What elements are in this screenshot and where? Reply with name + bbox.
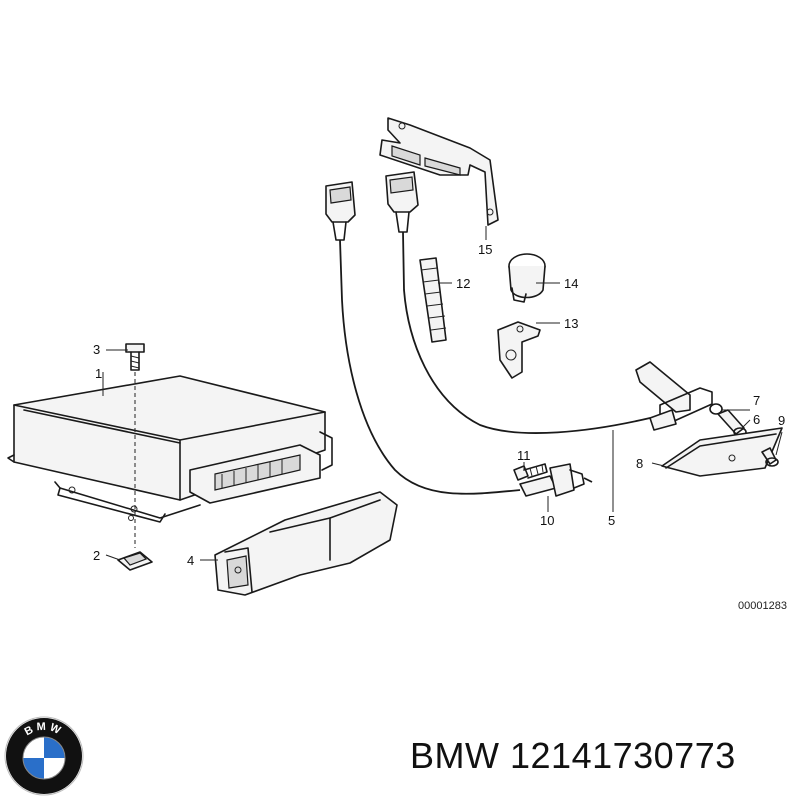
callout-12: 12: [456, 276, 470, 291]
callout-11: 11: [517, 448, 531, 463]
callout-13: 13: [564, 316, 578, 331]
bolt-11: [513, 463, 548, 481]
mounting-plate-8: [661, 427, 783, 477]
bolt-9: [761, 447, 779, 467]
part-number: 12141730773: [510, 735, 736, 776]
callout-14: 14: [564, 276, 578, 291]
part-caption: BMW 12141730773: [410, 735, 736, 777]
sensor-cable-left: [325, 181, 521, 495]
drawing-reference-code: 00001283: [738, 600, 787, 612]
bolt-6: [717, 409, 747, 437]
callout-3: 3: [93, 342, 100, 357]
sensor-cable-5: [385, 171, 651, 434]
bracket-13: [497, 321, 541, 379]
callout-4: 4: [187, 553, 194, 568]
plug-cover-4: [214, 491, 398, 596]
callout-2: 2: [93, 548, 100, 563]
nut-clip-2: [117, 551, 153, 571]
clamp-14: [508, 253, 546, 303]
sleeve-12: [419, 257, 447, 343]
callout-1: 1: [95, 366, 102, 381]
washer-7: [709, 403, 723, 415]
callout-10: 10: [540, 513, 554, 528]
bmw-logo-icon: BMW: [4, 716, 84, 796]
callout-15: 15: [478, 242, 492, 257]
callout-8: 8: [636, 456, 643, 471]
callout-9: 9: [778, 413, 785, 428]
brand-label: BMW: [410, 735, 500, 776]
callout-6: 6: [753, 412, 760, 427]
screw-3: [125, 343, 145, 371]
callout-7: 7: [753, 393, 760, 408]
leader-lines: [102, 226, 783, 561]
bracket-15: [379, 117, 499, 226]
crank-sensor-5: [635, 361, 713, 431]
callout-5: 5: [608, 513, 615, 528]
svg-text:BMW: BMW: [23, 721, 66, 739]
sensor-10: [519, 463, 593, 497]
control-unit: [7, 375, 333, 523]
